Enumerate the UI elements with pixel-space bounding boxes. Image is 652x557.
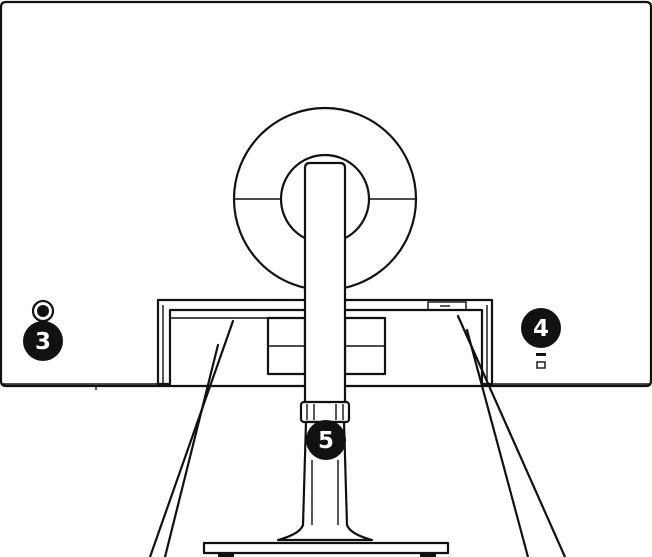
callout-badge-4: 4 [521, 308, 561, 348]
port-icons [536, 353, 546, 369]
callout-label-3: 3 [35, 329, 51, 355]
callout-label-4: 4 [533, 316, 549, 342]
joystick-button[interactable] [31, 299, 55, 323]
callout-label-5: 5 [318, 428, 334, 454]
stand-base [202, 541, 450, 557]
callout-badge-3: 3 [23, 321, 63, 361]
leader-lines [148, 314, 567, 557]
callout-badge-5: 5 [306, 420, 346, 460]
io-housing [156, 298, 494, 386]
stand-column [276, 161, 374, 542]
